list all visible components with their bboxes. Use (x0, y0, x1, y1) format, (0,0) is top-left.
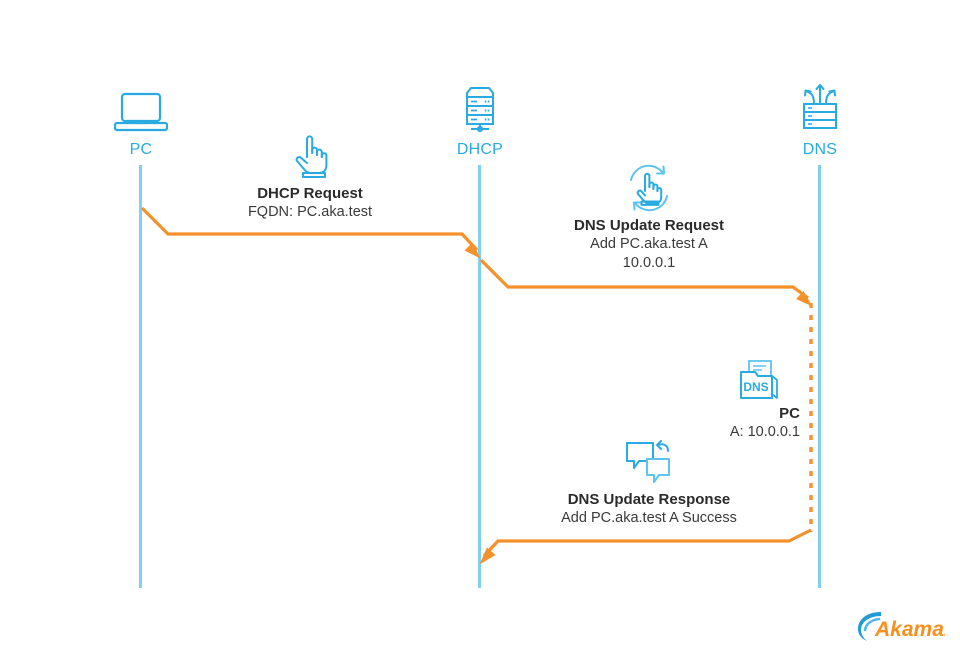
note-line: A: 10.0.0.1 (729, 424, 800, 440)
message-line: Add PC.aka.test A Success (561, 510, 737, 526)
arrow-dhcp-request (140, 206, 481, 259)
laptop-icon (71, 78, 211, 134)
dns-folder-icon: DNS (620, 358, 800, 404)
message-line: FQDN: PC.aka.test (247, 204, 373, 220)
message-line: Add PC.aka.test A (590, 236, 708, 252)
message-dns-update-request: DNS Update Request Add PC.aka.test A 10.… (549, 164, 749, 273)
note-dns-record: DNS PC A: 10.0.0.1 (620, 358, 800, 442)
message-title: DNS Update Request (573, 217, 725, 234)
arrow-dns-update-request (479, 258, 813, 307)
dns-server-icon (750, 78, 890, 134)
actor-label-dns: DNS (802, 141, 838, 158)
speech-bubbles-icon (529, 438, 769, 486)
message-line: 10.0.0.1 (622, 255, 676, 271)
actor-dhcp: DHCP (410, 78, 550, 159)
note-title: PC (779, 405, 800, 422)
message-dhcp-request: DHCP Request FQDN: PC.aka.test (210, 132, 410, 222)
message-dns-update-response: DNS Update Response Add PC.aka.test A Su… (529, 438, 769, 528)
pointing-hand-icon (210, 132, 410, 180)
akamai-logo-text: Akamai (874, 618, 945, 641)
server-icon (410, 78, 550, 134)
dns-folder-icon-label: DNS (743, 380, 768, 394)
actor-label-dhcp: DHCP (456, 141, 504, 158)
akamai-logo: Akamai (855, 608, 951, 644)
message-title: DHCP Request (257, 185, 363, 202)
actor-pc: PC (71, 78, 211, 159)
hand-refresh-icon (549, 164, 749, 212)
message-title: DNS Update Response (567, 491, 731, 508)
actor-label-pc: PC (129, 141, 153, 158)
actor-dns: DNS (750, 78, 890, 159)
arrow-dns-update-response (479, 528, 812, 565)
